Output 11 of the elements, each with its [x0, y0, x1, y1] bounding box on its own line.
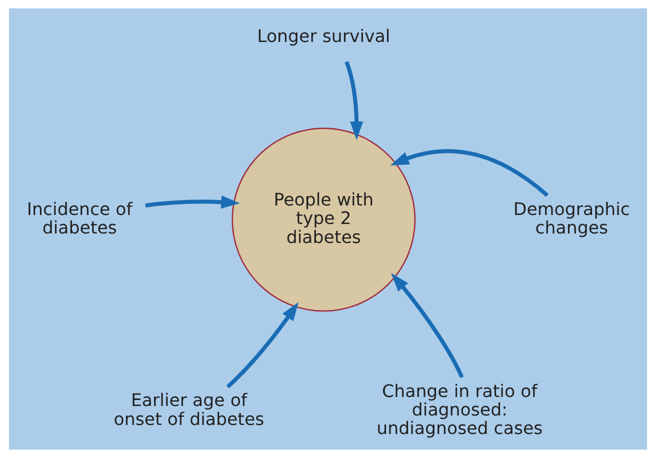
node-text: Change in ratio of diagnosed: undiagnosed cases	[376, 382, 543, 440]
node-text: Longer survival	[257, 27, 390, 48]
node-circle: People with type 2 diabetes	[232, 128, 416, 312]
node-text: Incidence of diabetes	[26, 200, 132, 239]
arrow	[226, 302, 299, 388]
arrow	[391, 272, 464, 378]
arrow	[344, 61, 364, 140]
node-text: Demographic changes	[513, 200, 630, 239]
arrow	[390, 149, 549, 197]
node-text: Earlier age of onset of diabetes	[114, 391, 264, 430]
arrow	[145, 196, 240, 209]
